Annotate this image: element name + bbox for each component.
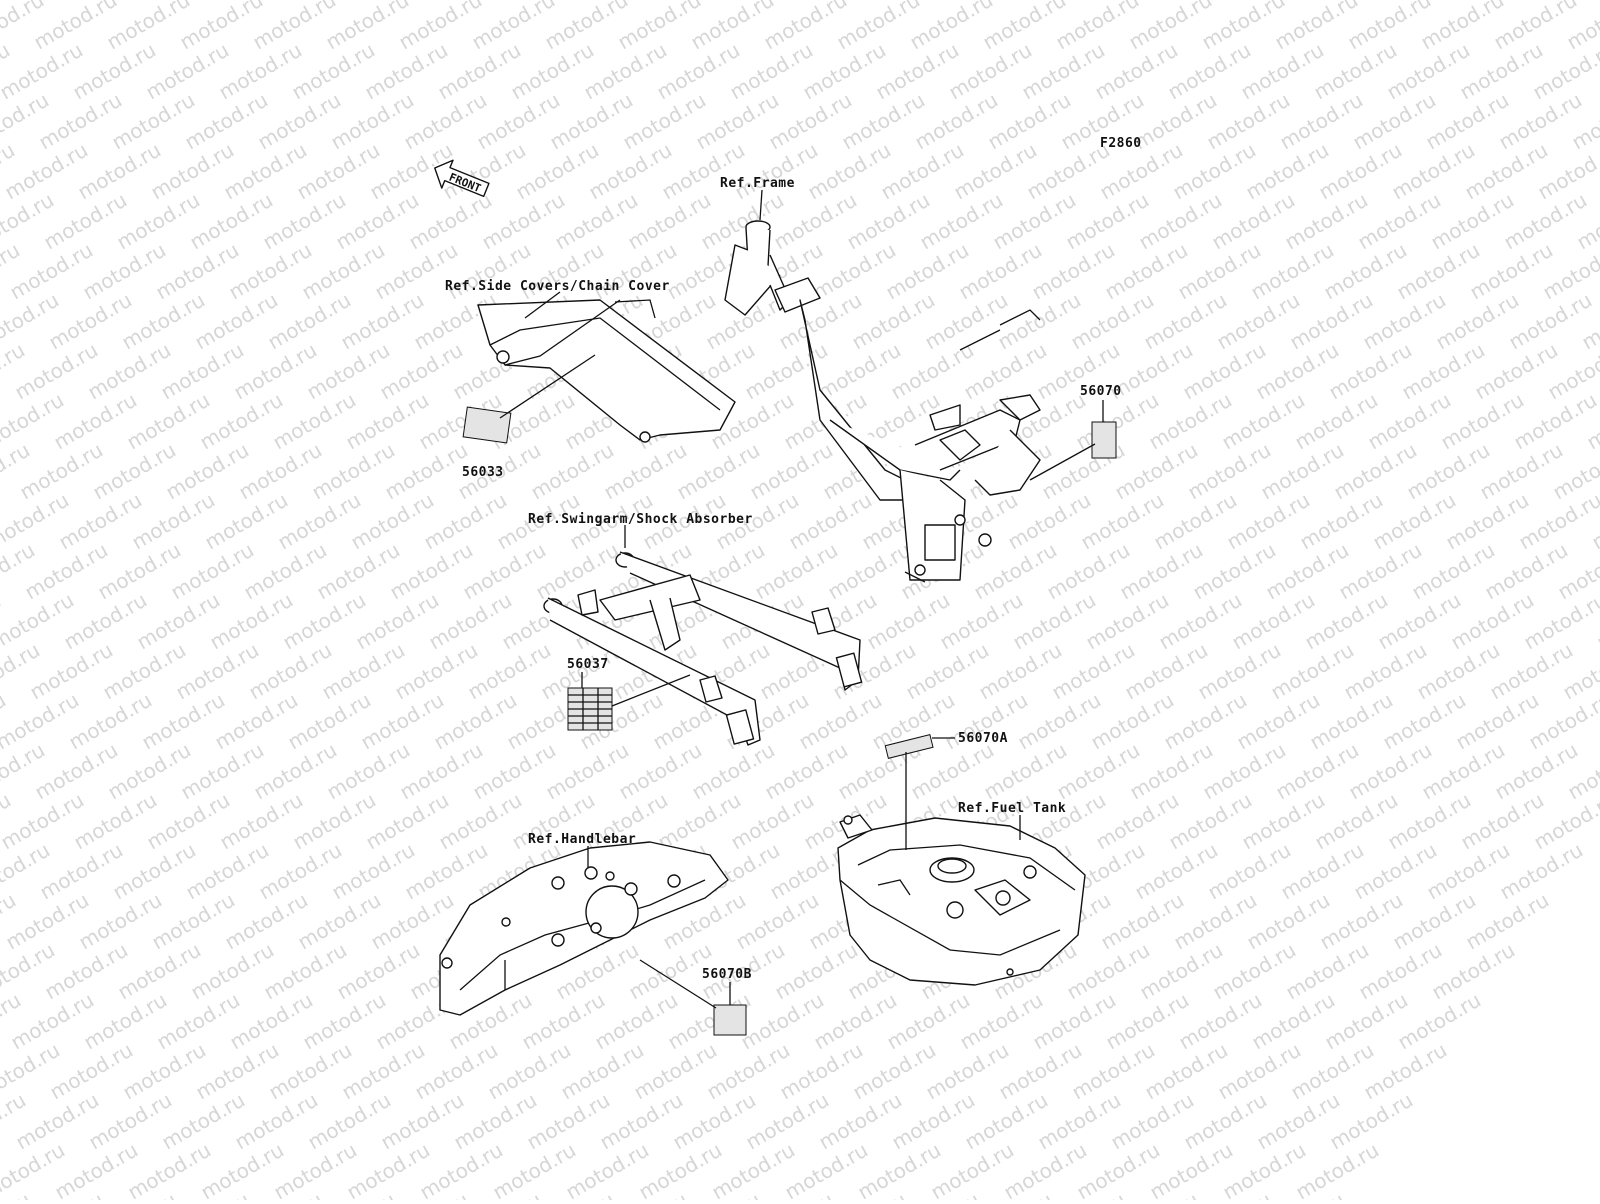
label-decal-56070B (714, 1005, 746, 1035)
part-number-56037[interactable]: 56037 (567, 657, 609, 672)
ref-swingarm-label[interactable]: Ref.Swingarm/Shock Absorber (528, 512, 753, 527)
ref-handlebar-label[interactable]: Ref.Handlebar (528, 832, 636, 847)
watermark-text: motod.ru (1597, 0, 1600, 4)
ref-side-covers-label[interactable]: Ref.Side Covers/Chain Cover (445, 279, 670, 294)
label-decal-56070 (1092, 422, 1116, 458)
diagram-code: F2860 (1100, 136, 1142, 151)
ref-fuel-tank-label[interactable]: Ref.Fuel Tank (958, 801, 1066, 816)
part-number-56070[interactable]: 56070 (1080, 384, 1122, 399)
part-number-56033[interactable]: 56033 (462, 465, 504, 480)
part-number-56070B[interactable]: 56070B (702, 967, 752, 982)
label-decal-56033 (463, 407, 511, 443)
ref-frame-label[interactable]: Ref.Frame (720, 176, 795, 191)
label-decal-56037 (568, 688, 612, 730)
part-number-56070A[interactable]: 56070A (958, 731, 1008, 746)
